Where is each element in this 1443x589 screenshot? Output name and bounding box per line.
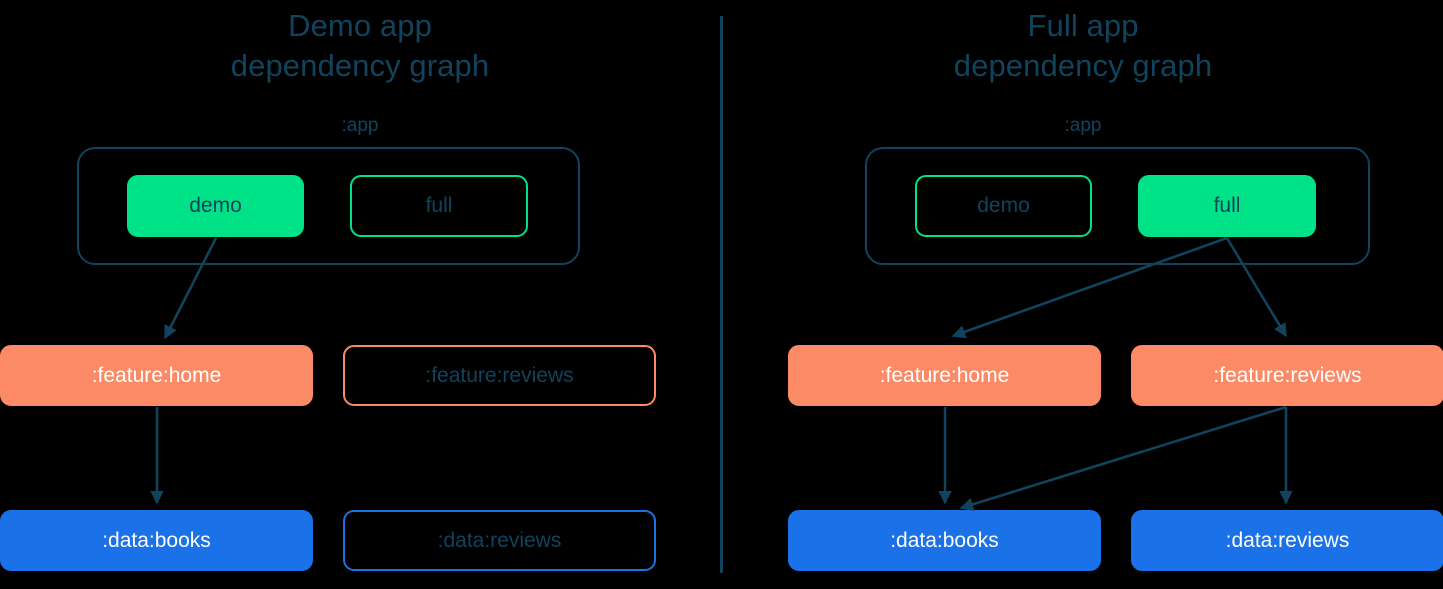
module-node-full[interactable]: full — [1138, 175, 1316, 237]
panel-full-title: Full app dependency graph — [953, 8, 1213, 83]
edges-full-panel — [938, 236, 1293, 511]
group-container-app-demo — [77, 147, 580, 265]
panel-divider — [720, 16, 723, 573]
edge-feature-reviews-to-data-books — [959, 405, 1287, 511]
module-node-feature-reviews[interactable]: :feature:reviews — [1131, 345, 1443, 406]
group-label-app-demo: :app — [341, 115, 379, 136]
edges-demo-panel — [150, 237, 218, 505]
module-node-demo[interactable]: demo — [915, 175, 1092, 237]
panel-full-app: Full app dependency graph :app demo full… — [723, 0, 1443, 589]
group-label-app-full: :app — [1064, 115, 1102, 136]
module-node-feature-home[interactable]: :feature:home — [0, 345, 313, 406]
module-node-feature-home[interactable]: :feature:home — [788, 345, 1101, 406]
panel-demo-app: Demo app dependency graph :app demo full… — [0, 0, 720, 589]
module-node-data-reviews[interactable]: :data:reviews — [343, 510, 656, 571]
module-node-data-reviews[interactable]: :data:reviews — [1131, 510, 1443, 571]
module-node-full[interactable]: full — [350, 175, 528, 237]
module-node-data-books[interactable]: :data:books — [788, 510, 1101, 571]
module-node-demo[interactable]: demo — [127, 175, 304, 237]
panel-demo-title: Demo app dependency graph — [230, 8, 490, 83]
module-node-feature-reviews[interactable]: :feature:reviews — [343, 345, 656, 406]
module-node-data-books[interactable]: :data:books — [0, 510, 313, 571]
